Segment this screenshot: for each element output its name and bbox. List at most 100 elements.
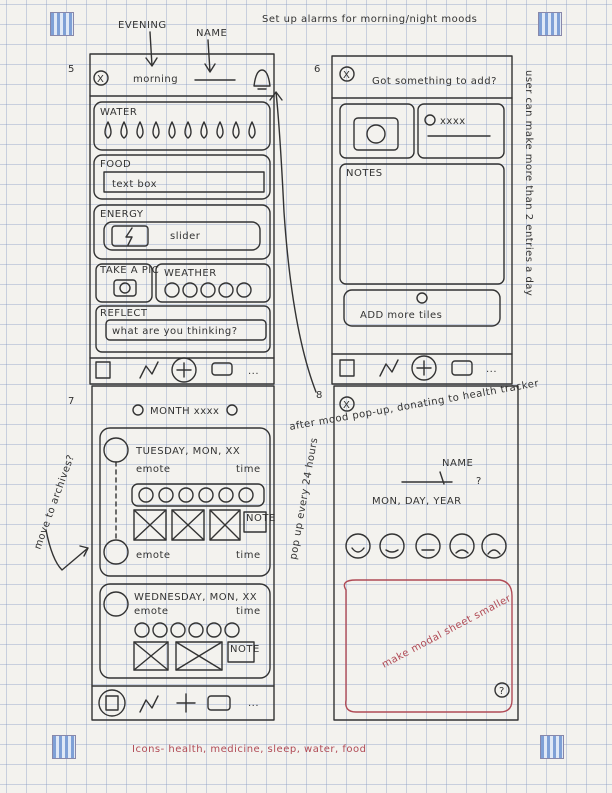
add-title: Got something to add? <box>372 76 497 87</box>
water-label: WATER <box>100 107 137 118</box>
qr-marker <box>540 735 564 759</box>
reflect-input-text: what are you thinking? <box>112 326 238 337</box>
mood-sad-icon <box>449 533 475 559</box>
phone-frame-6 <box>331 55 513 385</box>
screen-number: 8 <box>316 390 323 401</box>
more-menu[interactable]: ... <box>486 364 497 375</box>
mood-faces[interactable] <box>345 533 507 559</box>
trend-icon[interactable] <box>139 695 159 713</box>
pop-up-annotation: pop up every 24 hours <box>288 437 320 561</box>
emote-circle <box>103 591 129 617</box>
screen-number: 7 <box>68 396 75 407</box>
entry-emote: emote <box>134 606 169 617</box>
journal-icon[interactable] <box>339 359 355 377</box>
add-icon[interactable] <box>176 693 196 713</box>
date-line: MON, DAY, YEAR <box>372 496 462 507</box>
camera-icon <box>353 117 399 151</box>
photo-placeholders <box>133 509 241 541</box>
user-entries-annotation: user can make more than 2 entries a day <box>523 70 534 296</box>
arrow <box>145 31 158 67</box>
help-button[interactable] <box>494 682 510 698</box>
location-text: xxxx <box>440 116 466 127</box>
icons-annotation: Icons- health, medicine, sleep, water, f… <box>132 744 367 755</box>
close-button[interactable] <box>339 66 355 82</box>
emote-circle <box>103 437 129 463</box>
help-label: ? <box>499 686 505 697</box>
note-label: NOTE <box>230 644 260 655</box>
food-text-box[interactable] <box>103 171 265 193</box>
add-button[interactable] <box>411 355 437 381</box>
day-entry-card[interactable] <box>99 427 271 577</box>
screen-number: 5 <box>68 64 75 75</box>
next-month-button[interactable] <box>226 404 238 416</box>
add-button[interactable] <box>171 357 197 383</box>
reflect-input[interactable] <box>105 319 267 341</box>
name-line <box>401 471 453 485</box>
weather-circles <box>134 622 240 638</box>
emote-circle <box>103 539 129 565</box>
more-menu[interactable]: ... <box>248 698 259 709</box>
close-label: X <box>343 400 350 411</box>
add-tiles-label: ADD more tiles <box>360 310 442 321</box>
entry-time: time <box>236 464 261 475</box>
mood-happy-icon <box>379 533 405 559</box>
entry-date: TUESDAY, MON, XX <box>135 446 240 457</box>
bell-icon[interactable] <box>253 69 271 90</box>
arrow <box>204 39 216 73</box>
greeting: morning <box>133 74 178 85</box>
trend-icon[interactable] <box>139 361 159 379</box>
water-card[interactable] <box>93 101 271 151</box>
entry-time: time <box>236 550 261 561</box>
gallery-icon[interactable] <box>451 360 473 376</box>
water-drops[interactable] <box>104 121 256 139</box>
modal-sheet-note: make modal sheet smaller <box>380 593 513 671</box>
entry-time: time <box>236 606 261 617</box>
location-pin-icon <box>424 114 436 126</box>
prev-month-button[interactable] <box>132 404 144 416</box>
gallery-icon[interactable] <box>207 695 231 711</box>
journal-tab-selected[interactable] <box>98 689 126 717</box>
weather-options[interactable] <box>164 282 252 298</box>
close-button[interactable] <box>93 70 109 86</box>
energy-slider-track[interactable] <box>103 221 261 251</box>
qr-marker <box>50 12 74 36</box>
camera-icon <box>113 279 137 297</box>
name-annotation: NAME <box>196 28 227 39</box>
name-label: NAME <box>442 458 473 469</box>
journal-icon[interactable] <box>95 361 111 379</box>
mood-neutral-icon <box>415 533 441 559</box>
location-tile[interactable] <box>417 103 505 159</box>
take-pic-label: TAKE A PIC <box>99 265 159 276</box>
note-tile <box>227 641 255 663</box>
battery-icon <box>111 225 149 247</box>
flow-arrow <box>269 91 317 393</box>
trend-icon[interactable] <box>379 359 399 377</box>
day-entry-card[interactable] <box>99 583 271 679</box>
close-button[interactable] <box>339 396 355 412</box>
move-to-archives-annotation: move to archives? <box>32 453 77 551</box>
entry-emote: emote <box>136 464 171 475</box>
close-label: X <box>343 70 350 81</box>
notes-label: NOTES <box>346 168 383 179</box>
reflect-card <box>95 305 271 353</box>
photo-tile[interactable] <box>339 103 415 159</box>
take-pic-card[interactable] <box>95 263 153 303</box>
photo-placeholders <box>133 641 223 671</box>
qr-marker <box>52 735 76 759</box>
screen-number: 6 <box>314 64 321 75</box>
entry-date: WEDNESDAY, MON, XX <box>134 592 257 603</box>
more-menu[interactable]: ... <box>248 366 259 377</box>
gallery-icon[interactable] <box>211 362 233 376</box>
energy-slider-label: slider <box>170 231 201 242</box>
energy-label: ENERGY <box>100 209 144 220</box>
food-card <box>93 154 271 200</box>
mood-crying-icon <box>481 533 507 559</box>
add-tiles-button[interactable] <box>343 289 501 327</box>
reflect-label: REFLECT <box>100 308 148 319</box>
close-label: X <box>97 74 104 85</box>
evening-annotation: EVENING <box>118 20 167 31</box>
food-input-text: text box <box>112 179 157 190</box>
notes-tile[interactable] <box>339 163 505 285</box>
